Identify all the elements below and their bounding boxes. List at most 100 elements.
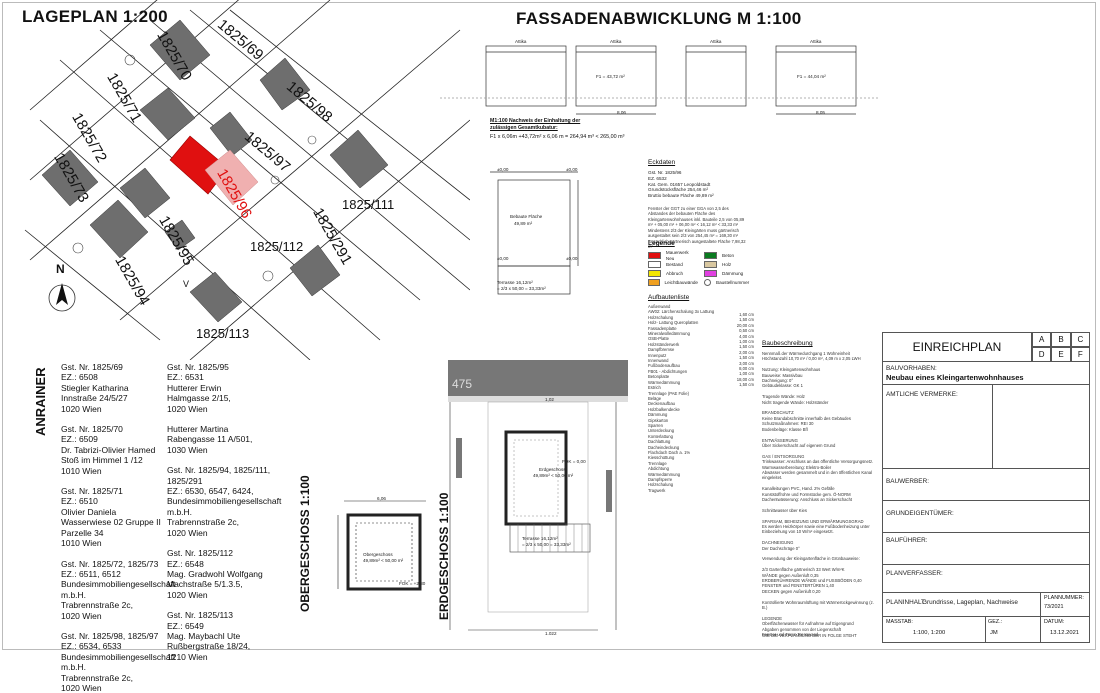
- plan-letter: E: [1051, 347, 1071, 362]
- legend-title: Legende: [648, 240, 675, 247]
- plannummer-label: PLANNUMMER:: [1044, 595, 1084, 601]
- baubeschreibung-line: Nutzung: Kleingartenwohnhaus: [762, 367, 821, 373]
- owner-entry: Gst. Nr. 1825/98, 1825/97 EZ.: 6534, 653…: [61, 630, 176, 693]
- aufbau-line: Fußbodenaufbau: [648, 363, 680, 369]
- plan-letter: A: [1032, 332, 1052, 347]
- grund-label: GRUNDEIGENTÜMER:: [886, 510, 954, 517]
- aufbau-line: Estrich: [648, 385, 661, 391]
- bauvorhaben-value: Neubau eines Kleingartenwohnhauses: [886, 373, 1024, 382]
- eckdaten-row: Kat. Gem. 01657 Leopoldstadt: [648, 181, 711, 187]
- baubeschreibung-line: ENTWÄSSERUNG: [762, 437, 798, 443]
- baubeschreibung-line: Kontrollierte Wohnraumlüftung mit Wärmer…: [762, 599, 874, 611]
- street-v: V: [183, 279, 190, 289]
- aufbau-line: Wärmedämmung: [648, 379, 681, 385]
- baubeschreibung-line: Es werden Heizkörper sowie eine Fußboden…: [762, 524, 870, 535]
- massstab-label: MASSTAB:: [886, 619, 913, 625]
- terrasse-label: Terrasse 16,12m²: [497, 280, 533, 285]
- legend-label: Baustellnummer: [716, 279, 750, 285]
- baubeschreibung-line: Oberflächenwasser für Aufnahme auf Eigen…: [762, 621, 854, 627]
- baubeschreibung-line: SPARSAM, BEHEIZUNG UND ERWÄRMUNGSGRAD: [762, 518, 864, 524]
- baubeschreibung-line: Schnittwasser über Kies: [762, 507, 807, 513]
- facade-formula: F1 x 6,06m +43,72m² x 6,06 m = 264,94 m³…: [490, 134, 625, 140]
- plan-letter: F: [1070, 347, 1090, 362]
- legend-swatch: [704, 279, 711, 286]
- aufbau-line: Dachlattung: [648, 439, 671, 445]
- anrainer-label: ANRAINER: [33, 367, 48, 436]
- height-mark: ±0,00: [566, 256, 578, 261]
- aufbau-line: Abdichtung: [648, 466, 669, 472]
- aufbau-value: 1,00 cm: [739, 371, 754, 377]
- parcel-label: 1825/112: [250, 239, 304, 254]
- plan-letter: B: [1051, 332, 1071, 347]
- einreichplan-label: EINREICHPLAN: [882, 332, 1032, 362]
- planinhalt-box: [882, 592, 1090, 617]
- site-plan: [24, 0, 470, 360]
- grund-box: [882, 500, 1090, 533]
- eg-dim: 1.022: [545, 631, 557, 636]
- gez-label: GEZ.:: [988, 619, 1003, 625]
- baubeschreibung-line: FENSTER und FENSTERTÜREN 1,40: [762, 583, 835, 589]
- attika-label: Attika: [515, 39, 527, 44]
- owner-entry: Gst. Nr. 1825/112 EZ.: 6548 Mag. Gradwoh…: [167, 548, 263, 600]
- aufbau-line: OSB-Platte: [648, 336, 669, 342]
- legend-label: Bestand: [666, 261, 683, 267]
- aufbauten-title: Aufbautenliste: [648, 294, 690, 301]
- og-value: 49,89m² < 50,00 m²: [363, 558, 404, 563]
- aufbau-line: Holz- Lattung Queroplatten: [648, 320, 699, 326]
- og-dim: 6,06: [377, 496, 386, 501]
- aufbau-line: Gipskarton: [648, 417, 669, 423]
- footprint-plan: [490, 171, 579, 295]
- north-label: N: [56, 262, 65, 276]
- bauwerber-label: BAUWERBER:: [886, 478, 929, 485]
- plannummer-value: 73/2021: [1044, 604, 1064, 610]
- parcel-label: 1825/111: [342, 197, 395, 212]
- baubeschreibung-line: Tragende Wände: Holz: [762, 394, 805, 400]
- amtliche-box: [882, 384, 1090, 469]
- bauvorhaben-box: [882, 362, 1090, 385]
- baubeschreibung-line: WÄNDE gegen Außenluft 0,35: [762, 572, 819, 578]
- planinhalt-label: PLANINHALT:: [886, 599, 927, 606]
- legend-swatch: [648, 261, 661, 268]
- baubeschreibung-line: 2/3 Gartenfläche gärtnerisch 33 Wert W/m…: [762, 567, 845, 573]
- aufbau-line: Außenwand: [648, 304, 671, 309]
- attika-label: Attika: [710, 39, 722, 44]
- owner-entry: Gst. Nr. 1825/71 EZ.: 6510 Olivier Danie…: [61, 486, 161, 549]
- legend-label: Dämmung: [722, 270, 744, 276]
- legend-swatch: [704, 252, 717, 259]
- eckdaten-rows: Gst. Nr. 1825/96 EZ. 6532 Kat. Gem. 0165…: [648, 170, 714, 199]
- eg-value: 49,89m² < 50,00 m²: [533, 473, 574, 478]
- eckdaten-row: Bruttio bebaute Fläche 49,89 m²: [648, 193, 714, 199]
- baubeschreibung-line: DACHNEIGUNG: [762, 540, 794, 546]
- eg-label: Erdgeschoss: [539, 467, 566, 472]
- gez-value: JM: [990, 630, 998, 636]
- aufbau-line: Dampfbremse: [648, 347, 675, 353]
- aufbau-value: 1,50 cm: [739, 382, 754, 388]
- baubeschreibung-line: Warmwasserbereitung: Elektro-Boiler: [762, 464, 832, 470]
- owners-left: Gst. Nr. 1825/69 EZ.: 6508 Stiegler Kath…: [61, 362, 176, 693]
- facade-heading: M1:100 Nachweis der Einhaltung der: [490, 118, 581, 124]
- plan-letter: D: [1032, 347, 1052, 362]
- owner-entry: Gst. Nr. 1825/69 EZ.: 6508 Stiegler Kath…: [61, 362, 129, 414]
- legend-swatch: [648, 279, 660, 286]
- baubeschreibung-text: Nennmaß der Wärmedurchgang 1 Wohneinheit…: [762, 351, 880, 638]
- fassade-title: FASSADENABWICKLUNG M 1:100: [516, 9, 802, 28]
- baubeschreibung-line: Abgaben genommen von der Liegenschaft: [762, 626, 841, 632]
- facade-area: F1 = 43,72 m²: [596, 74, 625, 79]
- aufbau-value: 1,50 cm: [739, 355, 754, 361]
- eg-plan: [448, 360, 628, 631]
- height-mark: ±0,00: [566, 167, 578, 172]
- aufbau-line: Unterdeckung: [648, 428, 675, 434]
- aufbau-line: Kiesschüttung: [648, 455, 675, 461]
- eg-dim: 1,02: [545, 397, 554, 402]
- bebaute-value: 49,89 m²: [514, 221, 533, 226]
- baufuehrer-box: [882, 532, 1090, 565]
- aufbau-value: 1,50 cm: [739, 317, 754, 323]
- aufbau-value: 1,50 cm: [739, 344, 754, 350]
- facade-elevations: [440, 45, 880, 115]
- baubeschreibung-line: Keine Brandabschnitte innerhalb des Gebä…: [762, 415, 851, 421]
- aufbau-value: 18,00 cm: [736, 376, 754, 382]
- aufbau-line: Holzschalung: [648, 482, 674, 488]
- legend-label: Holz: [722, 261, 732, 267]
- baufuehrer-label: BAUFÜHRER:: [886, 537, 928, 544]
